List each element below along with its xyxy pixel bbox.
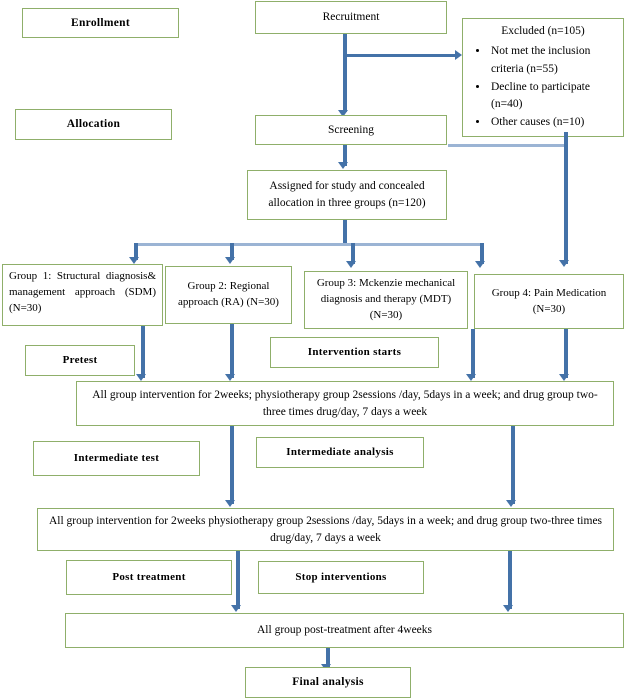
connector-assigned-to-bus xyxy=(343,220,347,245)
node-intervention-phase-2-text: All group intervention for 2weeks physio… xyxy=(48,514,603,544)
connector-screening-right-branch xyxy=(448,144,568,147)
node-final-analysis-text: Final analysis xyxy=(292,676,364,689)
connector-intervention1-to-intervention2-right xyxy=(511,426,515,504)
node-intervention-phase-2: All group intervention for 2weeks physio… xyxy=(37,508,614,551)
excluded-title: Excluded (n=105) xyxy=(501,25,585,37)
arrowhead-bus-to-group2 xyxy=(225,257,235,264)
arrowhead-bus-to-group1 xyxy=(129,257,139,264)
node-intervention-phase-1: All group intervention for 2weeks; physi… xyxy=(76,381,614,426)
node-assigned-allocation-text: Assigned for study and concealed allocat… xyxy=(268,180,426,209)
node-group-1-text: Group 1: Structural diagnosis& managemen… xyxy=(9,270,156,314)
arrowhead-bus-to-group3 xyxy=(346,261,356,268)
connector-group2-to-intervention1 xyxy=(230,324,234,378)
node-assigned-allocation: Assigned for study and concealed allocat… xyxy=(247,170,447,220)
connector-intervention1-to-intervention2-left xyxy=(230,426,234,504)
connector-intervention2-to-post-right xyxy=(508,551,512,609)
node-post-treatment-all: All group post-treatment after 4weeks xyxy=(65,613,624,648)
connector-group3-to-intervention1 xyxy=(471,329,475,378)
node-group-2-text: Group 2: Regional approach (RA) (N=30) xyxy=(178,280,279,308)
connector-group1-to-intervention1 xyxy=(141,326,145,378)
annotation-pretest-text: Pretest xyxy=(62,353,98,366)
connector-group4-to-intervention1 xyxy=(564,329,568,378)
arrowhead-group3-to-intervention1 xyxy=(466,374,476,381)
node-screening-text: Screening xyxy=(328,123,374,136)
excluded-reason-list: Not met the inclusion criteria (n=55) De… xyxy=(469,43,617,131)
excluded-reason-item: Not met the inclusion criteria (n=55) xyxy=(489,43,617,78)
annotation-stop-interventions: Stop interventions xyxy=(258,561,424,594)
arrowhead-group4-to-intervention1 xyxy=(559,374,569,381)
node-group-4: Group 4: Pain Medication (N=30) xyxy=(474,274,624,329)
connector-right-rail-upper xyxy=(564,132,568,264)
arrowhead-screening-to-assigned xyxy=(338,162,348,169)
arrowhead-recruitment-to-screening xyxy=(338,110,348,117)
annotation-intermediate-analysis: Intermediate analysis xyxy=(256,437,424,468)
node-group-1: Group 1: Structural diagnosis& managemen… xyxy=(2,264,163,326)
node-post-treatment-all-text: All group post-treatment after 4weeks xyxy=(257,624,432,637)
arrowhead-bus-to-group4 xyxy=(475,261,485,268)
arrowhead-intervention2-to-post-right xyxy=(503,605,513,612)
arrowhead-intervention1-to-intervention2-right xyxy=(506,500,516,507)
node-excluded: Excluded (n=105) Not met the inclusion c… xyxy=(462,18,624,137)
connector-bus-to-group1 xyxy=(134,243,138,260)
arrowhead-intervention1-to-intervention2-left xyxy=(225,500,235,507)
connector-bus-to-group2 xyxy=(230,243,234,260)
annotation-intermediate-analysis-text: Intermediate analysis xyxy=(286,445,394,458)
node-intervention-phase-1-text: All group intervention for 2weeks; physi… xyxy=(92,388,598,418)
stage-label-allocation-text: Allocation xyxy=(66,118,121,131)
connector-bus-to-group3 xyxy=(351,243,355,264)
annotation-post-treatment-text: Post treatment xyxy=(112,570,186,583)
node-group-3: Group 3: Mckenzie mechanical diagnosis a… xyxy=(304,271,468,329)
node-recruitment-text: Recruitment xyxy=(322,11,380,24)
annotation-intervention-starts: Intervention starts xyxy=(270,337,439,368)
stage-label-allocation: Allocation xyxy=(15,109,172,140)
excluded-reason-item: Other causes (n=10) xyxy=(489,114,617,131)
annotation-intervention-starts-text: Intervention starts xyxy=(307,345,402,358)
annotation-intermediate-test-text: Intermediate test xyxy=(73,451,160,464)
node-group-2: Group 2: Regional approach (RA) (N=30) xyxy=(165,266,292,324)
arrowhead-to-excluded xyxy=(455,50,462,60)
annotation-post-treatment: Post treatment xyxy=(66,560,232,595)
node-screening: Screening xyxy=(255,115,447,145)
node-group-4-text: Group 4: Pain Medication (N=30) xyxy=(491,286,607,315)
arrowhead-group2-to-intervention1 xyxy=(225,374,235,381)
node-recruitment: Recruitment xyxy=(255,1,447,34)
connector-intervention2-to-post-left xyxy=(236,551,240,609)
arrowhead-group1-to-intervention1 xyxy=(136,374,146,381)
connector-bus-to-group4 xyxy=(480,243,484,264)
node-group-3-text: Group 3: Mckenzie mechanical diagnosis a… xyxy=(316,277,456,321)
connector-screening-to-assigned xyxy=(343,145,347,166)
connector-group-distribution-bus xyxy=(135,243,483,246)
connector-to-excluded xyxy=(345,54,457,57)
annotation-stop-interventions-text: Stop interventions xyxy=(295,570,387,583)
connector-post-to-final xyxy=(326,648,330,668)
connector-recruitment-to-screening xyxy=(343,34,347,112)
arrowhead-intervention2-to-post-left xyxy=(231,605,241,612)
stage-label-enrollment: Enrollment xyxy=(22,8,179,38)
excluded-reason-item: Decline to participate (n=40) xyxy=(489,79,617,114)
node-final-analysis: Final analysis xyxy=(245,667,411,698)
annotation-pretest: Pretest xyxy=(25,345,135,376)
arrowhead-right-rail-to-group4 xyxy=(559,260,569,267)
annotation-intermediate-test: Intermediate test xyxy=(33,441,200,476)
stage-label-enrollment-text: Enrollment xyxy=(70,16,130,29)
